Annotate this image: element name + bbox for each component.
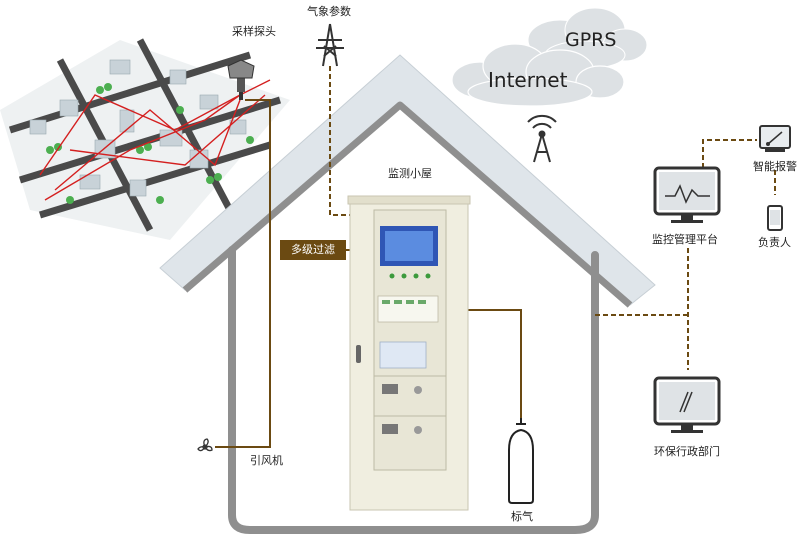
monitor-icon-epa (653, 376, 721, 433)
monitor-icon (653, 166, 721, 223)
label-monitoring-platform: 监控管理平台 (652, 233, 718, 246)
label-monitoring-room: 监测小屋 (388, 167, 432, 180)
label-responsible-person: 负责人 (758, 236, 791, 249)
phone-icon (767, 205, 783, 231)
cloud-gprs (527, 7, 648, 70)
alarm-icon (759, 125, 791, 152)
house-roof (159, 54, 656, 308)
connection-lines (215, 99, 522, 448)
house-wall (228, 246, 599, 534)
label-induced-fan: 引风机 (250, 454, 283, 467)
antenna-icon (527, 114, 557, 163)
cloud-internet (451, 43, 625, 107)
label-standard-gas: 标气 (511, 510, 533, 523)
city-illustration (0, 38, 290, 240)
label-sampling-probe: 采样探头 (232, 25, 276, 38)
gas-cylinder-icon (508, 418, 534, 504)
cloud-gprs-label: GPRS (565, 29, 617, 51)
label-epa-department: 环保行政部门 (654, 445, 720, 458)
dashed-lines (329, 66, 776, 370)
cloud-internet-label: Internet (488, 68, 568, 92)
probe-icon (227, 59, 255, 100)
monitoring-cabinet (347, 195, 471, 511)
fan-icon (197, 438, 213, 452)
label-weather-params: 气象参数 (307, 5, 351, 18)
label-multistage-filter: 多级过滤 (280, 240, 346, 260)
pylon-icon (316, 23, 344, 67)
label-smart-alarm: 智能报警 (753, 160, 797, 173)
